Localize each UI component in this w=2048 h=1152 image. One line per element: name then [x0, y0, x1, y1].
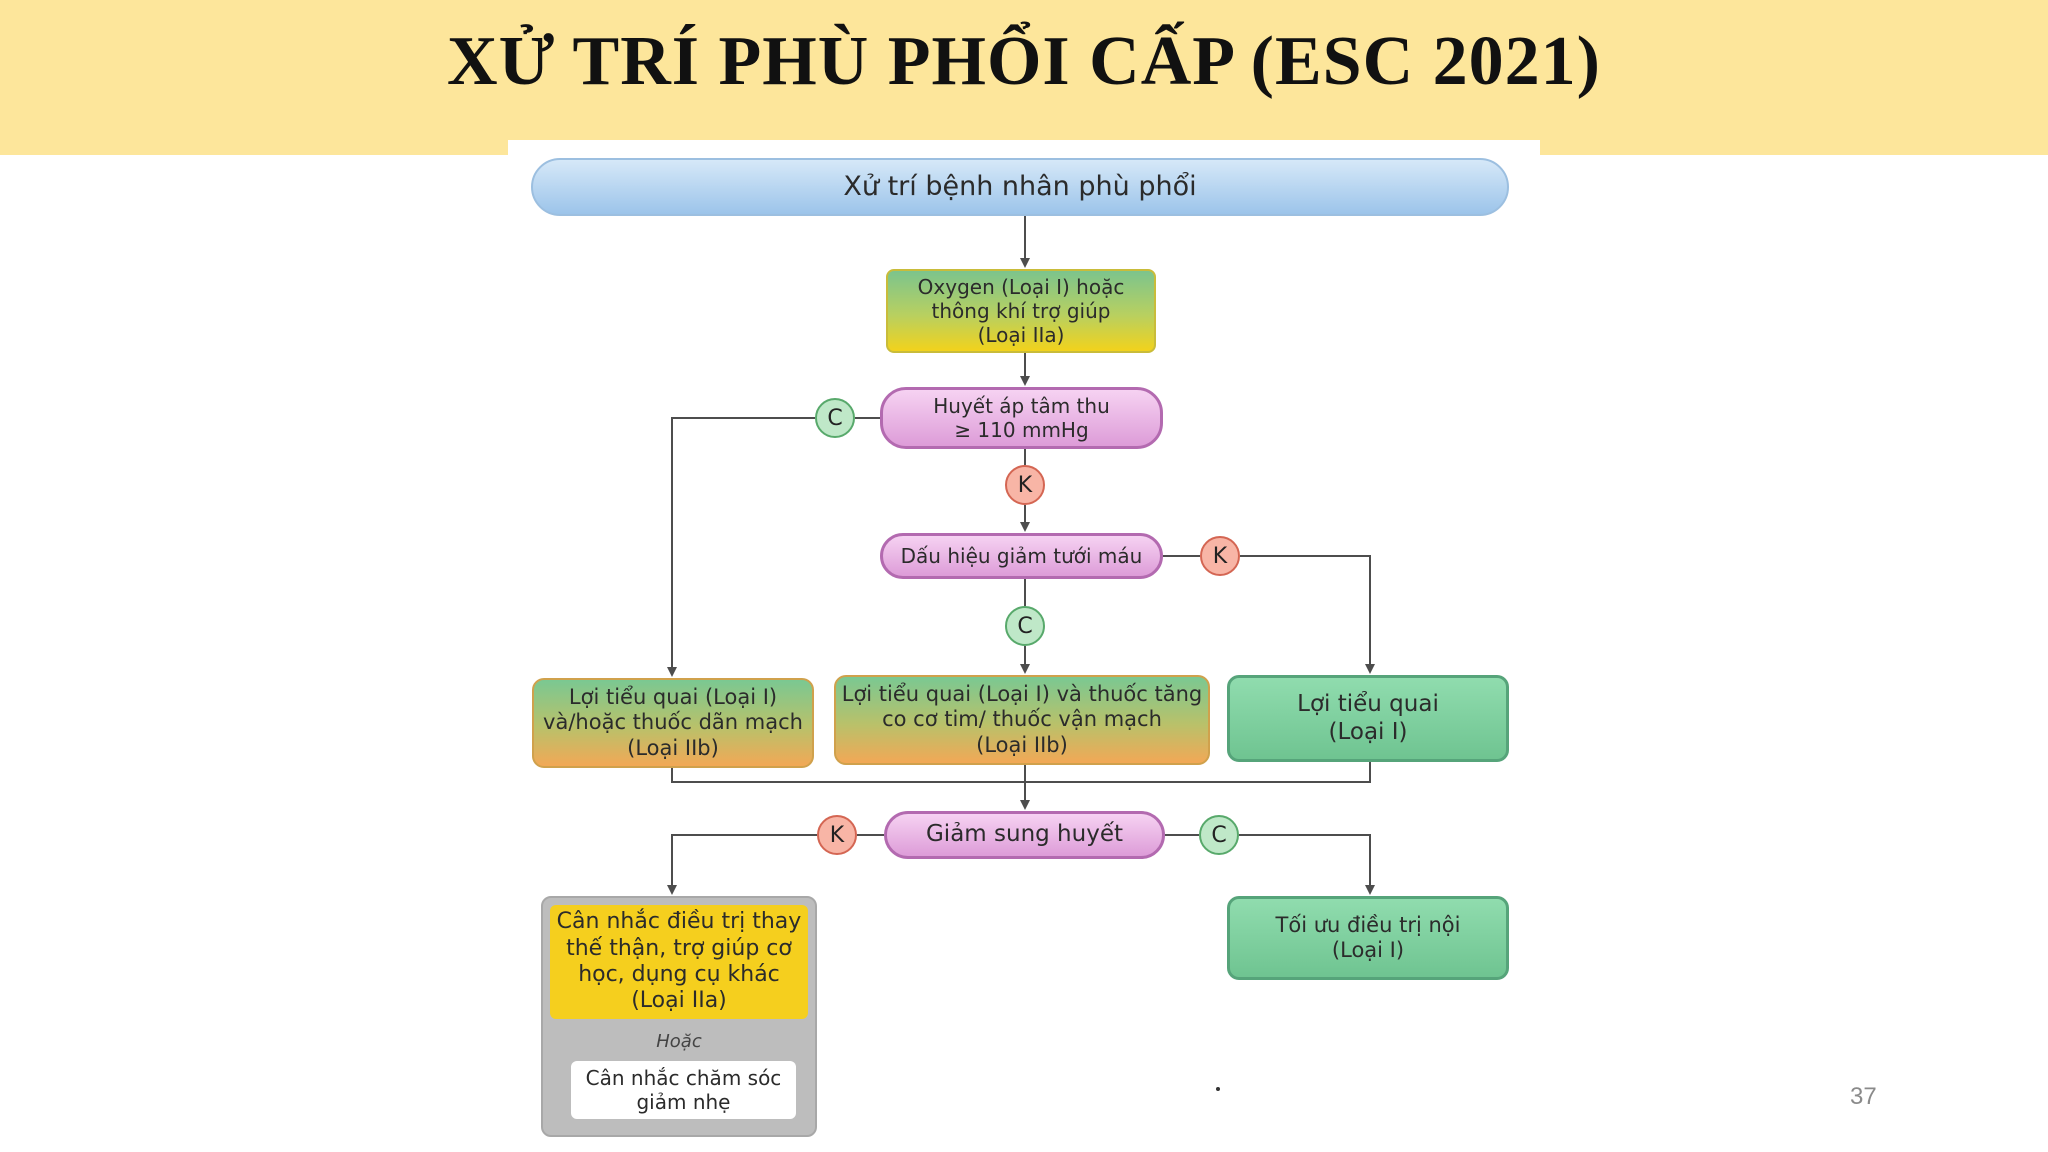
page-number: 37: [1850, 1083, 1877, 1110]
perfusion-decision-node: Dấu hiệu giảm tưới máu: [880, 533, 1163, 579]
stray-dot: [1216, 1087, 1220, 1091]
yes-badge-perfusion: C: [1005, 606, 1045, 646]
loop-vasodilator-node: Lợi tiểu quai (Loại I) và/hoặc thuốc dãn…: [532, 678, 814, 768]
arrow-no-to-renal-box: [667, 834, 817, 895]
no-badge-perfusion: K: [1200, 536, 1240, 576]
bp-decision-node: Huyết áp tâm thu ≥ 110 mmHg: [880, 387, 1163, 449]
palliative-care-node: Cân nhắc chăm sóc giảm nhẹ: [571, 1061, 796, 1119]
arrow-yes-to-optimize: [1239, 834, 1375, 895]
yes-badge-decongestion: C: [1199, 815, 1239, 855]
arrow-no-to-loop-only: [1240, 555, 1375, 674]
start-node: Xử trí bệnh nhân phù phổi: [531, 158, 1509, 216]
oxygen-node: Oxygen (Loại I) hoặc thông khí trợ giúp …: [886, 269, 1156, 353]
arrow-yes-to-loop-vasodilator: [667, 417, 815, 677]
yes-badge-bp: C: [815, 398, 855, 438]
loop-only-node: Lợi tiểu quai (Loại I): [1227, 675, 1509, 762]
slide-title: XỬ TRÍ PHÙ PHỔI CẤP (ESC 2021): [447, 23, 1601, 100]
title-underline-strip: [508, 140, 1540, 155]
no-badge-decongestion: K: [817, 815, 857, 855]
renal-replacement-node: Cân nhắc điều trị thay thế thận, trợ giú…: [550, 905, 808, 1019]
no-badge-bp: K: [1005, 465, 1045, 505]
or-label: Hoặc: [656, 1031, 702, 1052]
decongestion-decision-node: Giảm sung huyết: [884, 811, 1165, 859]
title-band: [0, 0, 2048, 155]
optimize-treatment-node: Tối ưu điều trị nội (Loại I): [1227, 896, 1509, 980]
loop-inotrope-node: Lợi tiểu quai (Loại I) và thuốc tăng co …: [834, 675, 1210, 765]
merge-line: [671, 762, 1371, 783]
